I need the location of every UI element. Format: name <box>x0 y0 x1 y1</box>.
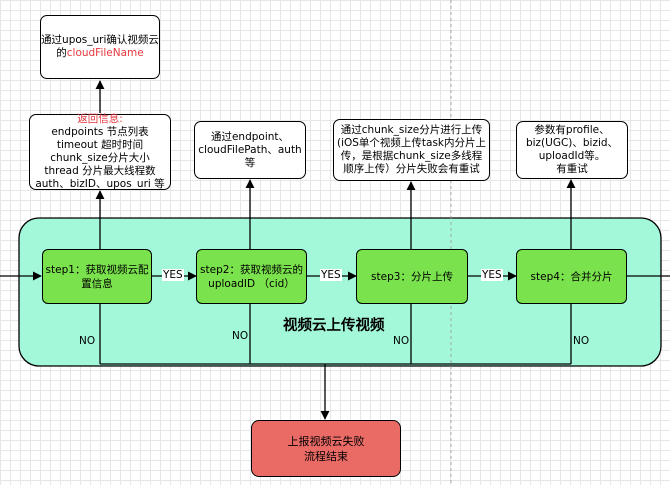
step1-line: 置信息 <box>81 277 113 290</box>
note-confirm-cloud: 通过upos_uri确认视频云的cloudFileName <box>40 15 160 79</box>
step4-box: step4：合并分片 <box>516 249 627 304</box>
container-title: 视频云上传视频 <box>283 318 385 334</box>
end-box: 上报视频云失败 流程结束 <box>251 420 401 477</box>
note-confirm-text: 通过upos_uri确认视频云的 <box>41 34 159 59</box>
step2-line: step2：获取视频云的 <box>200 263 303 276</box>
step2-line: uploadID （cid） <box>208 277 295 290</box>
no-label-3: NO <box>393 335 410 347</box>
note-params-line: 参数有profile、 <box>534 124 610 136</box>
note-params: 参数有profile、 biz(UGC)、bizid、 uploadId等。 有… <box>516 121 628 179</box>
note-return-line: auth、bizID、upos_uri 等 <box>35 178 165 190</box>
yes-label-3: YES <box>481 269 503 281</box>
step3-line: step3：分片上传 <box>371 270 453 283</box>
step4-line: step4：合并分片 <box>530 270 613 283</box>
yes-label-1: YES <box>162 269 184 281</box>
note-endpoint-line: 等 <box>244 156 256 169</box>
note-return-line: timeout 超时时间 <box>56 139 144 151</box>
upload-container <box>18 217 662 367</box>
note-endpoint-line: cloudFilePath、auth <box>198 143 302 156</box>
note-chunk-line: 传，是根据chunk_size多线程 <box>340 150 483 162</box>
step2-box: step2：获取视频云的 uploadID （cid） <box>196 249 307 304</box>
note-chunk: 通过chunk_size分片进行上传 (iOS单个视频上传task内分片上 传，… <box>333 119 490 181</box>
note-chunk-line: 通过chunk_size分片进行上传 <box>340 124 483 136</box>
note-return-line: chunk_size分片大小 <box>50 152 150 164</box>
note-chunk-line: 顺序上传）分片失败会有重试 <box>343 163 480 175</box>
step1-line: step1：获取视频云配 <box>45 263 149 276</box>
step3-box: step3：分片上传 <box>356 249 468 304</box>
note-params-line: uploadId等。 <box>538 150 606 162</box>
note-chunk-line: (iOS单个视频上传task内分片上 <box>336 137 487 149</box>
note-endpoint-line: 通过endpoint、 <box>210 130 290 143</box>
note-params-line: 有重试 <box>556 163 588 175</box>
step1-box: step1：获取视频云配 置信息 <box>42 249 152 304</box>
note-return-heading: 返回信息: <box>77 113 123 125</box>
note-confirm-highlight: cloudFileName <box>66 47 144 59</box>
no-label-2: NO <box>232 330 249 342</box>
note-return-info: 返回信息: endpoints 节点列表 timeout 超时时间 chunk_… <box>29 113 171 190</box>
note-endpoint: 通过endpoint、 cloudFilePath、auth 等 <box>194 121 306 179</box>
end-line: 上报视频云失败 <box>287 434 365 448</box>
no-label-1: NO <box>79 335 96 347</box>
note-return-line: endpoints 节点列表 <box>51 126 149 138</box>
end-line: 流程结束 <box>304 449 348 463</box>
no-label-4: NO <box>573 335 590 347</box>
note-params-line: biz(UGC)、bizid、 <box>525 137 619 149</box>
note-return-line: thread 分片最大线程数 <box>44 165 156 177</box>
yes-label-2: YES <box>320 269 342 281</box>
